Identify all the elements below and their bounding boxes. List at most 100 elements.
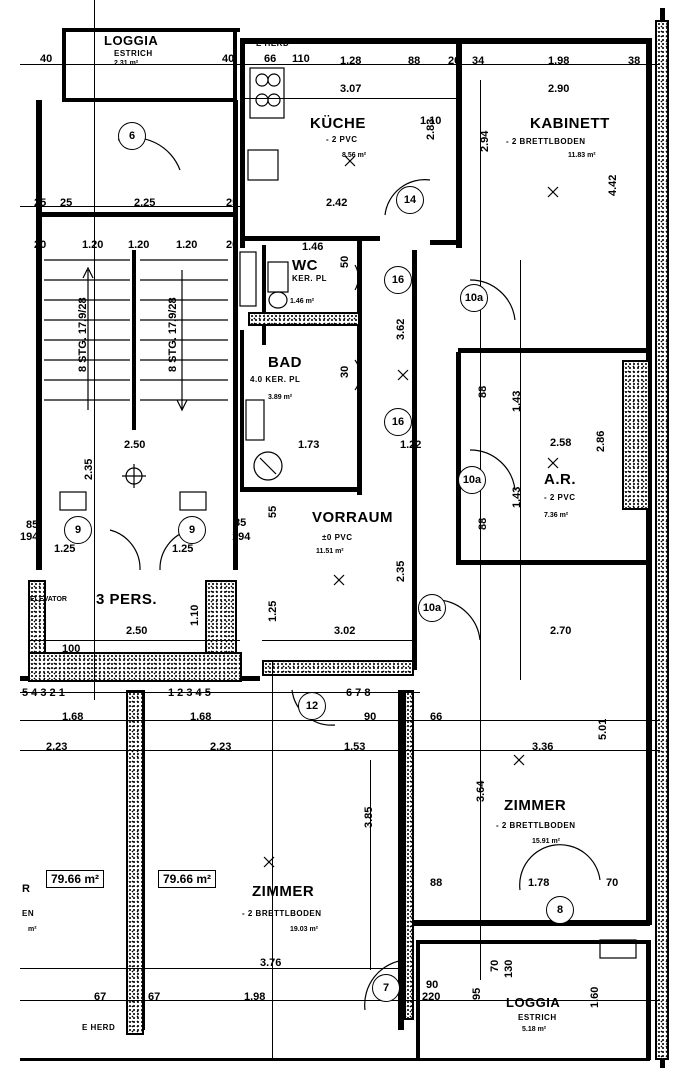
- room-name-zimmer-right: ZIMMER: [504, 797, 567, 814]
- label-herd-bottom: E HERD: [82, 1023, 116, 1032]
- dim-hall-194a: 194: [20, 531, 39, 543]
- label-herd-top: E HERD: [256, 39, 290, 48]
- room-floor-zimmer-left: - 2 BRETTLBODEN: [242, 909, 322, 918]
- dim-st-20a: 20: [34, 239, 47, 251]
- dim-vr-55: 55: [267, 505, 279, 518]
- dim-hall-235: 2.35: [83, 458, 95, 480]
- dim-z-67a: 67: [94, 991, 107, 1003]
- dim-line-steps: [20, 692, 420, 693]
- dim-ar-88a: 88: [477, 385, 489, 398]
- door-marker-6: 6: [118, 122, 146, 150]
- room-name-wc: WC: [292, 257, 318, 274]
- dim-z-198: 1.98: [244, 991, 266, 1003]
- wall-kueche-bottom: [240, 236, 380, 241]
- dim-hall-125a: 1.25: [54, 543, 76, 555]
- dim-hall-125b: 1.25: [172, 543, 194, 555]
- wall-ar-left: [456, 352, 461, 562]
- room-floor-zimmer-right: - 2 BRETTLBODEN: [496, 821, 576, 830]
- dim-kue-307: 3.07: [340, 83, 362, 95]
- room-name-zimmer-left: ZIMMER: [252, 883, 315, 900]
- wall-bad-left: [240, 330, 244, 490]
- wall-zimmer-mid: [398, 690, 404, 1030]
- dim-lift-250: 2.50: [126, 625, 148, 637]
- wall-vorraum-right: [412, 250, 417, 670]
- room-name-lift: 3 PERS.: [96, 591, 158, 608]
- dim-kab-442: 4.42: [607, 174, 619, 196]
- wall-right-outer: [646, 38, 652, 578]
- hatch-bottom-left: [404, 690, 414, 1020]
- dim-lg-90: 90: [426, 979, 439, 991]
- dim-ar-143b: 1.43: [511, 486, 523, 508]
- dim-line-z2: [20, 750, 660, 751]
- door-marker-9b: 9: [178, 516, 206, 544]
- dim-line-vr: [262, 640, 414, 641]
- dim-st-25c: 25: [226, 197, 239, 209]
- dim-z-385: 3.85: [363, 806, 375, 828]
- door-marker-12: 12: [298, 692, 326, 720]
- room-area-vorraum: 11.51 m²: [316, 548, 344, 555]
- room-name-loggia-bottom: LOGGIA: [506, 995, 561, 1010]
- dim-steps-right: 1 2 3 4 5: [168, 687, 211, 699]
- dim-lift-125: 1.25: [267, 600, 279, 622]
- hatch-wc-wall: [248, 312, 360, 326]
- wall-top-kabinett: [458, 38, 652, 44]
- dim-ar-286: 2.86: [595, 430, 607, 452]
- dim-steps-mid: 6 7 8: [346, 687, 371, 699]
- room-floor-loggia-top: ESTRICH: [114, 49, 153, 58]
- dim-st-225: 2.25: [134, 197, 156, 209]
- door-marker-7: 7: [372, 974, 400, 1002]
- room-name-loggia-top: LOGGIA: [104, 33, 159, 48]
- label-hundred: 100: [62, 643, 81, 655]
- wall-hall-mid-top: [36, 212, 236, 217]
- room-name-ar: A.R.: [544, 471, 576, 488]
- wall-kueche-left: [240, 38, 245, 248]
- wall-hall-right: [233, 100, 238, 570]
- dim-top-40a: 40: [40, 53, 53, 65]
- dim-top-38: 38: [628, 55, 641, 67]
- dim-zr-66: 66: [430, 711, 443, 723]
- dim-zr-270: 2.70: [550, 625, 572, 637]
- dim-wc-50: 50: [339, 255, 351, 268]
- dim-top-88: 88: [408, 55, 421, 67]
- dim-steps-left: 5 4 3 2 1: [22, 687, 65, 699]
- dim-st-25a: 25: [34, 197, 47, 209]
- wall-top-kueche: [240, 38, 458, 44]
- room-area-loggia-top: 2.31 m²: [114, 60, 139, 67]
- dim-z-168b: 1.68: [190, 711, 212, 723]
- dim-hall-85a: 85: [26, 519, 39, 531]
- room-area-bad: 3.89 m²: [268, 394, 293, 401]
- dim-lift-110: 1.10: [189, 604, 201, 626]
- dim-line-top: [20, 64, 660, 65]
- label-elevator: ELEVATOR: [30, 596, 67, 603]
- dim-lg-70: 70: [489, 959, 501, 972]
- dim-line-hall: [20, 206, 240, 207]
- dim-line-vert-right: [480, 80, 481, 980]
- wall-bad-bottom: [240, 487, 362, 492]
- dim-z-223a: 2.23: [46, 741, 68, 753]
- room-floor-loggia-bottom: ESTRICH: [518, 1013, 557, 1022]
- dim-z-153: 1.53: [344, 741, 366, 753]
- wall-bottom-line: [20, 1058, 650, 1061]
- wall-loggia-b-top: [418, 940, 650, 944]
- dim-z-223b: 2.23: [210, 741, 232, 753]
- dim-zr-88: 88: [430, 877, 443, 889]
- dim-line-kue: [245, 98, 460, 99]
- dim-line-vert-z: [370, 760, 371, 970]
- hatch-corridor-wall: [262, 660, 414, 676]
- dim-st-25b: 25: [60, 197, 73, 209]
- dim-kab-290: 2.90: [548, 83, 570, 95]
- door-marker-8: 8: [546, 896, 574, 924]
- room-floor-vorraum: ±0 PVC: [322, 533, 353, 542]
- room-name-vorraum: VORRAUM: [312, 509, 393, 526]
- dim-lg-160: 1.60: [589, 986, 601, 1008]
- dim-top-66: 66: [264, 53, 277, 65]
- room-floor-bad: 4.0 KER. PL: [250, 375, 301, 384]
- door-marker-10a-2: 10a: [458, 466, 486, 494]
- dim-kab-294: 2.94: [479, 130, 491, 152]
- dim-wc-146: 1.46: [302, 241, 324, 253]
- wall-kab-bottom: [458, 348, 650, 353]
- dim-kue-242: 2.42: [326, 197, 348, 209]
- room-floor-kabinett: - 2 BRETTLBODEN: [506, 137, 586, 146]
- unit-area-left: 79.66 m²: [46, 870, 105, 889]
